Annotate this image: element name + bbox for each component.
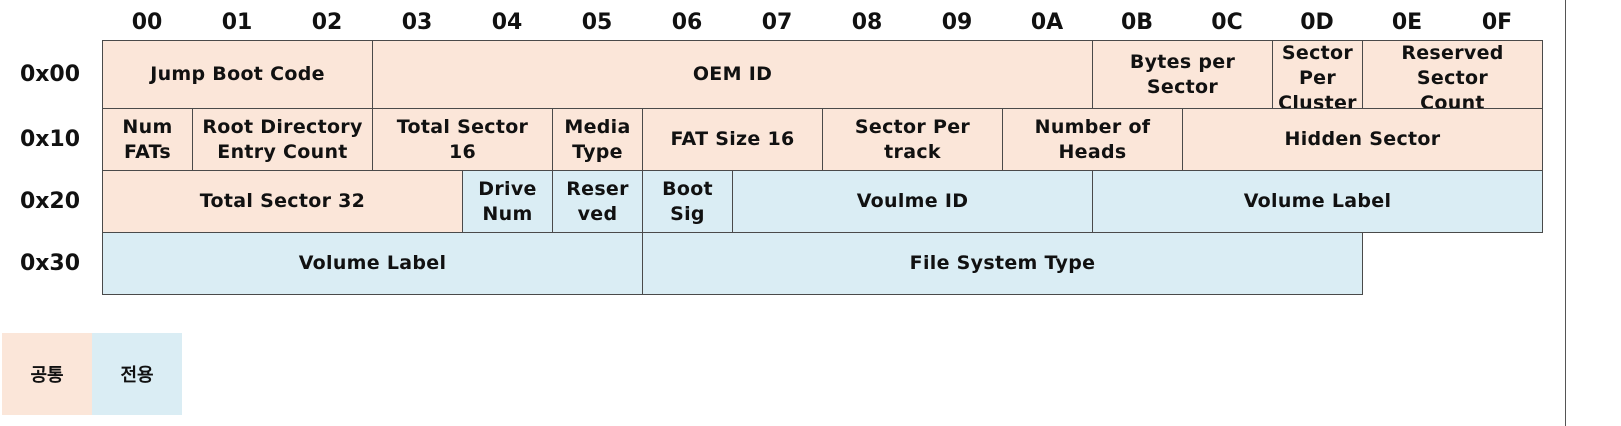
field-cell: FAT Size 16 bbox=[642, 108, 823, 171]
field-cell: Reser ved bbox=[552, 170, 643, 233]
row-offset-label: 0x10 bbox=[19, 126, 81, 152]
column-header: 09 bbox=[941, 9, 973, 35]
field-cell: Boot Sig bbox=[642, 170, 733, 233]
column-header: 03 bbox=[401, 9, 433, 35]
legend-item-common: 공통 bbox=[2, 333, 92, 415]
field-cell: Volume Label bbox=[1092, 170, 1543, 233]
column-header: 06 bbox=[671, 9, 703, 35]
field-cell: OEM ID bbox=[372, 40, 1093, 109]
field-cell: Voulme ID bbox=[732, 170, 1093, 233]
field-cell: Jump Boot Code bbox=[102, 40, 373, 109]
field-cell: Volume Label bbox=[102, 232, 643, 295]
field-cell: Sector Per track bbox=[822, 108, 1003, 171]
column-header: 00 bbox=[131, 9, 163, 35]
column-header: 0E bbox=[1391, 9, 1423, 35]
field-cell: Hidden Sector bbox=[1182, 108, 1543, 171]
field-cell: Num FATs bbox=[102, 108, 193, 171]
field-cell: Root Directory Entry Count bbox=[192, 108, 373, 171]
field-cell: File System Type bbox=[642, 232, 1363, 295]
field-cell: Number of Heads bbox=[1002, 108, 1183, 171]
right-edge-divider bbox=[1565, 0, 1566, 426]
field-cell: Media Type bbox=[552, 108, 643, 171]
legend-item-special: 전용 bbox=[92, 333, 182, 415]
column-header: 0C bbox=[1211, 9, 1243, 35]
row-offset-label: 0x20 bbox=[19, 188, 81, 214]
column-header: 07 bbox=[761, 9, 793, 35]
row-offset-label: 0x00 bbox=[19, 61, 81, 87]
field-cell: Total Sector 32 bbox=[102, 170, 463, 233]
field-cell: Reserved Sector Count bbox=[1362, 40, 1543, 109]
column-header: 0D bbox=[1300, 9, 1334, 35]
column-header: 01 bbox=[221, 9, 253, 35]
field-cell: Drive Num bbox=[462, 170, 553, 233]
field-cell: Sector Per Cluster bbox=[1272, 40, 1363, 109]
field-cell: Total Sector 16 bbox=[372, 108, 553, 171]
column-header: 04 bbox=[491, 9, 523, 35]
column-header: 0A bbox=[1030, 9, 1064, 35]
column-header: 0F bbox=[1481, 9, 1513, 35]
column-header: 08 bbox=[851, 9, 883, 35]
field-cell: Bytes per Sector bbox=[1092, 40, 1273, 109]
row-offset-label: 0x30 bbox=[19, 250, 81, 276]
column-header: 0B bbox=[1120, 9, 1154, 35]
column-header: 05 bbox=[581, 9, 613, 35]
column-header: 02 bbox=[311, 9, 343, 35]
